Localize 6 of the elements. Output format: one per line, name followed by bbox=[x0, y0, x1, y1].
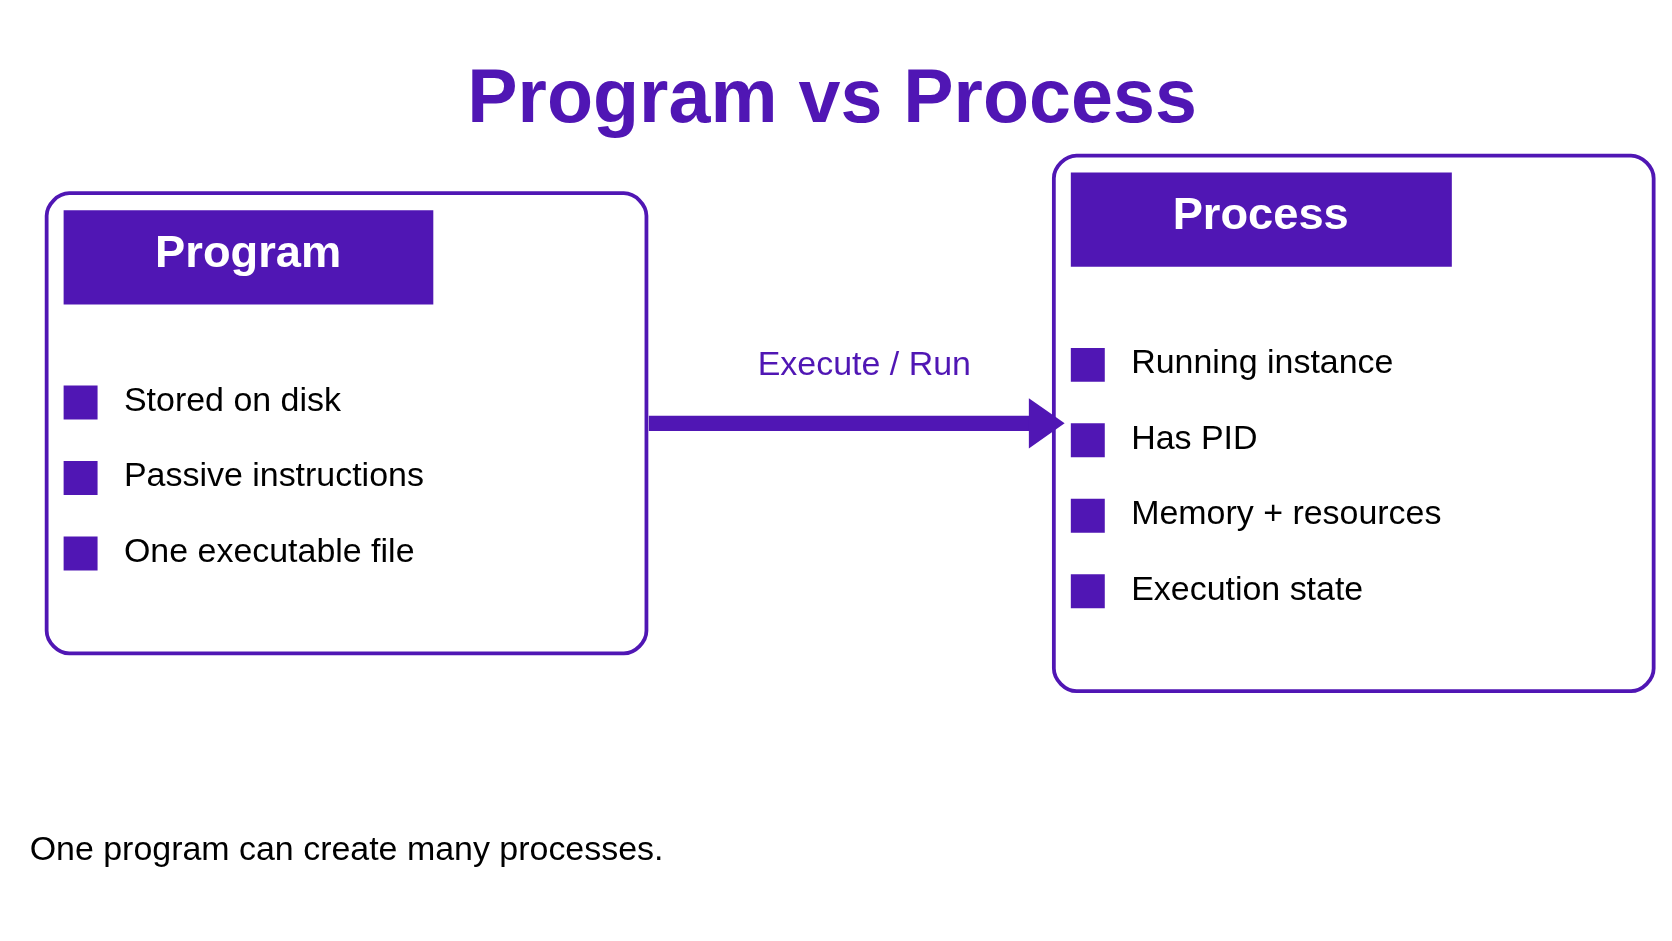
arrow bbox=[648, 398, 1065, 449]
node-box: Process Running instance Has PID Memory + resources Execution state bbox=[1051, 153, 1656, 694]
node-box: Program Stored on disk Passive instructions One executable file bbox=[44, 191, 649, 656]
diagram-title: Program vs Process bbox=[467, 53, 1197, 138]
label: One program can create many processes. bbox=[29, 828, 664, 867]
edge-label: Execute / Run bbox=[757, 344, 971, 383]
